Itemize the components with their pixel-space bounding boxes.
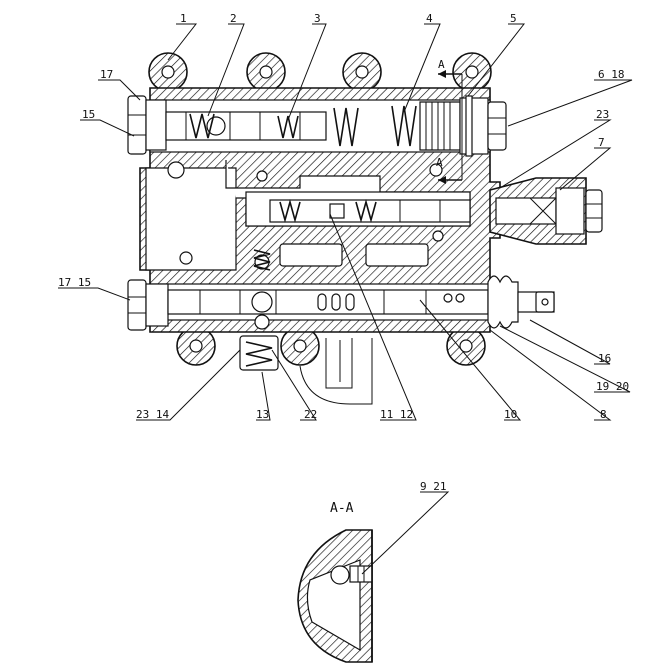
callout-9-21: 9 21 (420, 480, 447, 493)
callout-1: 1 (180, 12, 187, 25)
leader-lines (58, 23, 633, 575)
callout-13: 13 (256, 408, 269, 421)
callout-16: 16 (598, 352, 611, 365)
callout-8: 8 (600, 408, 607, 421)
callout-2: 2 (230, 12, 237, 25)
section-a-a-detail: A-A (297, 501, 373, 663)
callout-19-20: 19 20 (596, 380, 629, 393)
callout-3: 3 (314, 12, 321, 25)
bottom-plug (239, 335, 373, 405)
section-marker-top: A (438, 58, 445, 71)
callout-5: 5 (510, 12, 517, 25)
callout-22: 22 (304, 408, 317, 421)
section-title: A-A (330, 501, 354, 516)
callout-6-18: 6 18 (598, 68, 625, 81)
upper-spool-assembly (127, 95, 507, 157)
callout-10: 10 (504, 408, 517, 421)
callout-17-15-left: 17 15 (58, 276, 91, 289)
callout-4: 4 (426, 12, 433, 25)
section-marker-bottom: A (436, 156, 443, 169)
callout-11-12: 11 12 (380, 408, 413, 421)
section-arrows: A A (436, 58, 463, 184)
callout-23-right: 23 (596, 108, 609, 121)
callout-15-top: 15 (82, 108, 95, 121)
middle-spool-assembly (269, 177, 603, 245)
callout-23-14: 23 14 (136, 408, 169, 421)
callouts: 1 2 3 4 5 6 18 17 15 23 7 17 15 16 19 20… (58, 12, 629, 493)
callout-7: 7 (598, 136, 605, 149)
callout-17-top: 17 (100, 68, 113, 81)
lower-spool-assembly (127, 249, 555, 331)
